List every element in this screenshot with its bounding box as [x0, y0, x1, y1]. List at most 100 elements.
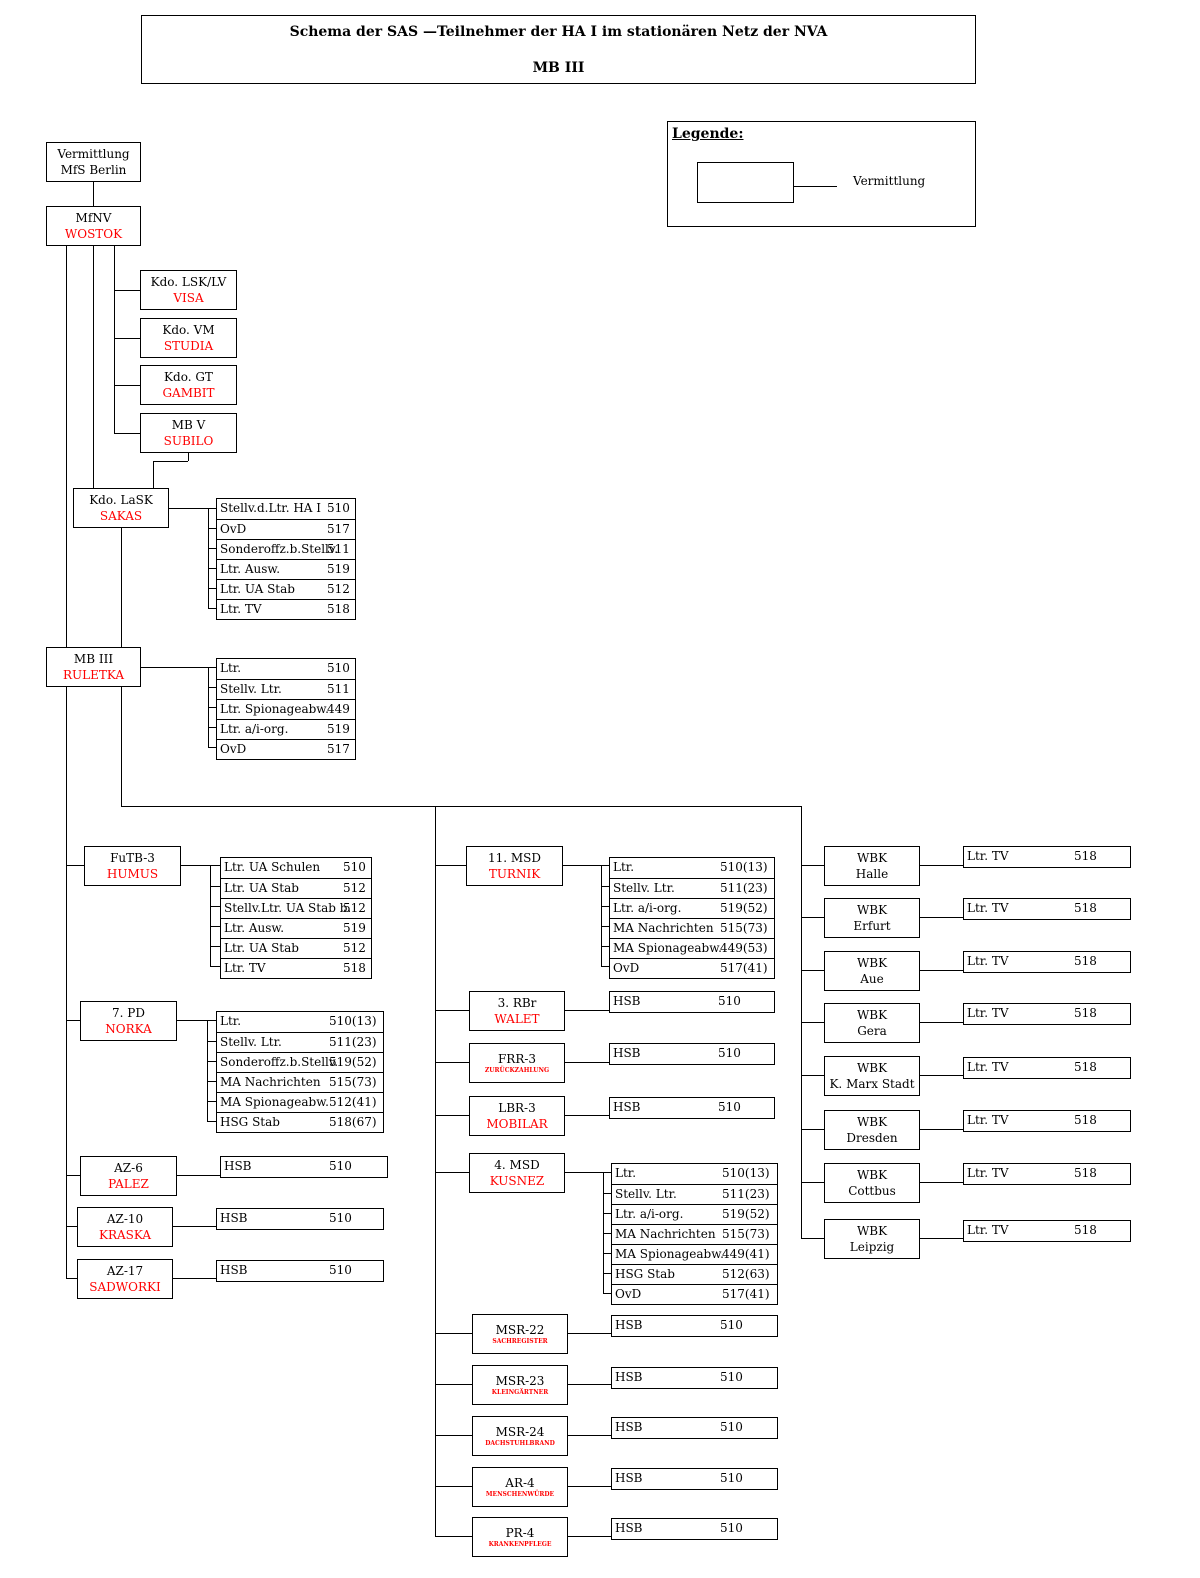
connector-line [801, 970, 824, 971]
node-codename: MOBILAR [486, 1117, 548, 1131]
node-name: 11. MSD [487, 851, 542, 865]
connector-line [93, 182, 94, 206]
extension-number: 518 [343, 961, 366, 975]
extension-label: HSB [615, 1318, 643, 1332]
connector-line [66, 1175, 80, 1176]
extension-label: Stellv. Ltr. [615, 1187, 677, 1201]
node-codename: Halle [855, 867, 889, 881]
extension-number: 519(52) [329, 1055, 377, 1069]
table-row: Sonderoffz.b.Stellv.519(52) [217, 1052, 383, 1072]
extension-number: 518 [1074, 1006, 1097, 1020]
connector-line [601, 886, 609, 887]
extension-label: HSB [220, 1211, 248, 1225]
node-codename: KRANKENPFLEGE [488, 1541, 552, 1548]
table-row: Ltr. a/i-org.519(52) [612, 1204, 777, 1224]
connector-line [603, 1193, 611, 1194]
extension-label: OvD [615, 1287, 642, 1301]
extension-number: 511(23) [720, 881, 768, 895]
node-codename: MENSCHENWÜRDE [485, 1491, 555, 1498]
node-codename: KLEINGÄRTNER [491, 1389, 549, 1396]
table-row: Ltr.510 [217, 659, 355, 679]
table-row: Ltr. Ausw.519 [221, 918, 371, 938]
title-box: Schema der SAS —Teilnehmer der HA I im s… [141, 15, 976, 84]
table-row: Stellv. Ltr.511(23) [612, 1184, 777, 1204]
extension-number: 510 [720, 1318, 743, 1332]
node-name: 4. MSD [494, 1158, 540, 1172]
table-row: Sonderoffz.b.Stellv.511 [217, 539, 355, 559]
extension-number: 510 [327, 661, 350, 675]
connector-line [153, 461, 188, 462]
connector-line [114, 385, 140, 386]
connector-line [210, 886, 220, 887]
connector-line [114, 246, 115, 433]
node-name: WBK [856, 1168, 888, 1182]
extension-label: Ltr. UA Schulen [224, 860, 321, 874]
extension-label: OvD [220, 522, 247, 536]
connector-line [603, 1273, 611, 1274]
connector-line [210, 865, 211, 966]
node-codename: HUMUS [106, 867, 159, 881]
extension-label: Ltr. TV [967, 1006, 1009, 1020]
extension-label: Ltr. [615, 1166, 637, 1180]
table-row: MA Spionageabw.449(53) [610, 938, 774, 958]
node-name: MB V [171, 418, 206, 432]
connector-line [435, 806, 436, 1536]
connector-line [208, 508, 209, 608]
extension-label: MA Spionageabw. [220, 1095, 329, 1109]
extension-label: OvD [220, 742, 247, 756]
extension-number: 512 [343, 941, 366, 955]
table-row: MA Spionageabw.449(41) [612, 1244, 777, 1264]
connector-line [801, 1129, 824, 1130]
connector-line [121, 528, 122, 647]
connector-line [207, 1041, 216, 1042]
table-row: Ltr. Ausw.519 [217, 559, 355, 579]
table-row: Stellv. Ltr.511(23) [217, 1032, 383, 1052]
connector-line [93, 246, 94, 488]
connector-line [603, 1233, 611, 1234]
extension-label: Stellv.d.Ltr. HA I [220, 501, 322, 515]
connector-line [208, 528, 216, 529]
extension-label: HSB [613, 1046, 641, 1060]
node-codename: KUSNEZ [489, 1174, 545, 1188]
connector-line [181, 865, 220, 866]
node-name: LBR-3 [498, 1101, 536, 1115]
extension-label: HSB [613, 994, 641, 1008]
connector-line [603, 1253, 611, 1254]
connector-line [66, 1226, 77, 1227]
connector-line [801, 1182, 824, 1183]
node-name: 7. PD [112, 1006, 145, 1020]
node-name: MSR-24 [495, 1425, 545, 1439]
node-name: WBK [856, 851, 888, 865]
table-row: Ltr. a/i-org.519(52) [610, 898, 774, 918]
extension-label: Sonderoffz.b.Stellv. [220, 542, 339, 556]
extension-label: HSB [615, 1471, 643, 1485]
extension-label: MA Nachrichten [613, 921, 714, 935]
table-pd7: Ltr.510(13)Stellv. Ltr.511(23)Sonderoffz… [216, 1011, 384, 1133]
connector-line [435, 1062, 472, 1063]
extension-number: 512 [343, 901, 366, 915]
node-name: WBK [856, 1115, 888, 1129]
